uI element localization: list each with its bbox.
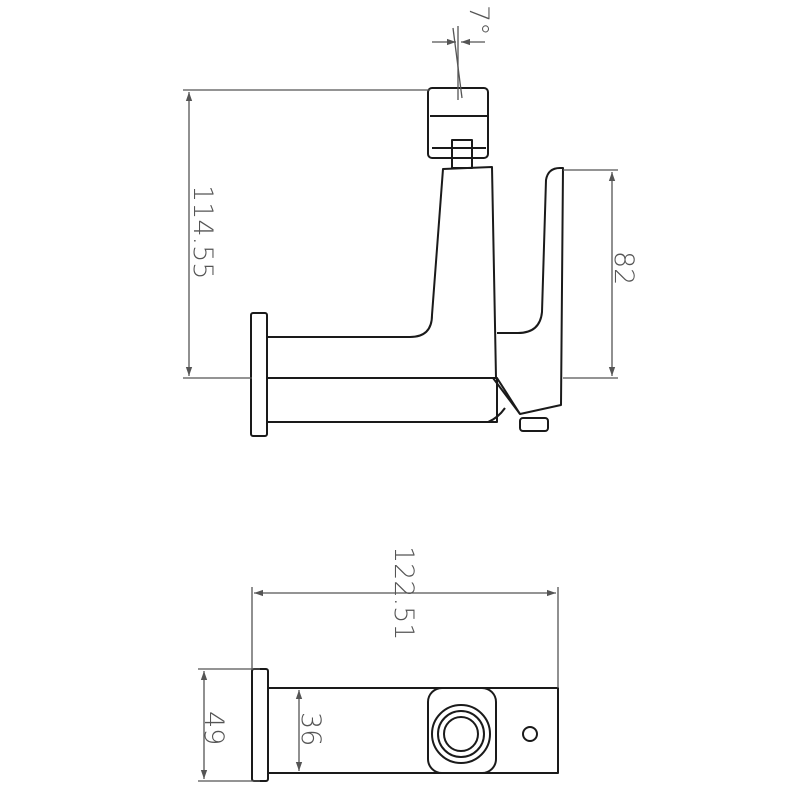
top-wall-flange xyxy=(251,668,269,782)
flange-height-label: 49 xyxy=(198,711,229,745)
height-label: 114.55 xyxy=(187,185,218,279)
spout-dimension xyxy=(563,169,618,379)
top-outlet-hole xyxy=(522,726,538,742)
top-lever-block xyxy=(427,687,497,774)
body-height-label: 36 xyxy=(295,712,326,746)
side-body xyxy=(266,377,498,423)
spout-height-label: 82 xyxy=(608,251,639,285)
top-body xyxy=(267,687,559,774)
side-view xyxy=(250,87,564,437)
side-knob-stem xyxy=(451,139,473,169)
top-knob-ring xyxy=(437,710,485,758)
side-spout-inner xyxy=(492,377,521,415)
length-label: 122.51 xyxy=(388,546,419,640)
angle-label: 7° xyxy=(463,5,494,36)
angle-dimension xyxy=(432,26,485,100)
side-aerator xyxy=(519,417,549,432)
top-knob-outer xyxy=(431,704,491,764)
length-dimension xyxy=(251,587,559,688)
side-handle-lever xyxy=(266,166,497,379)
side-body-curve xyxy=(487,407,506,423)
side-spout xyxy=(496,167,564,415)
height-dimension xyxy=(183,89,430,379)
flange-dimension xyxy=(198,668,260,782)
top-knob-inner xyxy=(443,716,479,752)
side-wall-flange xyxy=(250,312,268,437)
